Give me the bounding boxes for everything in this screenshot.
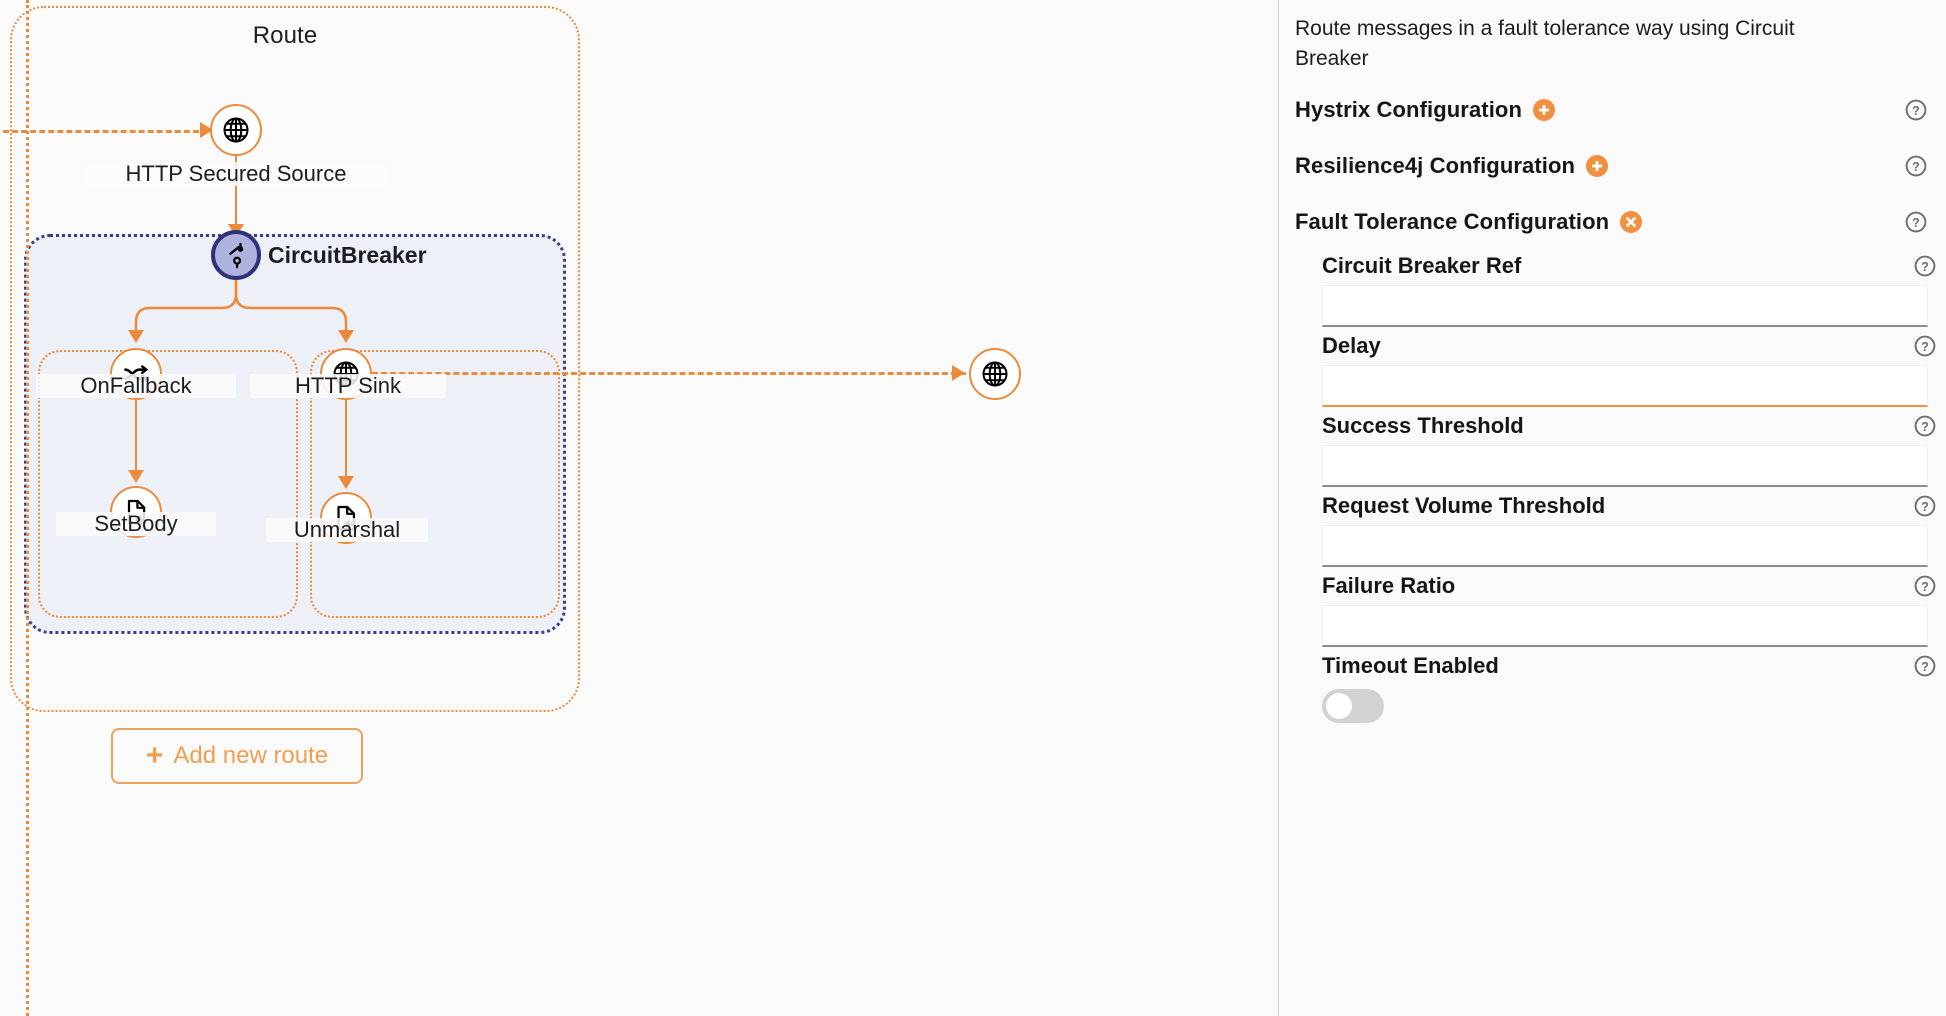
add-icon[interactable] bbox=[1586, 154, 1609, 177]
help-icon[interactable]: ? bbox=[1913, 414, 1937, 438]
node-label-onfallback: OnFallback bbox=[36, 373, 236, 399]
edge-onfallback-to-setbody bbox=[135, 400, 137, 478]
field-head-timeout-enabled: Timeout Enabled ? bbox=[1322, 652, 1936, 679]
node-external-sink[interactable] bbox=[969, 348, 1021, 400]
canvas-guide-line bbox=[26, 0, 29, 1016]
field-label-success-threshold: Success Threshold bbox=[1322, 412, 1524, 438]
field-head-failure-ratio: Failure Ratio ? bbox=[1322, 572, 1936, 599]
route-group-label: Route bbox=[252, 22, 318, 49]
help-icon[interactable]: ? bbox=[1913, 254, 1937, 278]
add-icon[interactable] bbox=[1533, 98, 1555, 121]
node-label-http-secured-source: HTTP Secured Source bbox=[86, 161, 386, 187]
help-icon[interactable]: ? bbox=[1904, 154, 1928, 178]
close-icon[interactable] bbox=[1620, 210, 1643, 233]
field-request-volume-threshold: Request Volume Threshold ? bbox=[1322, 492, 1936, 567]
input-success-threshold[interactable] bbox=[1322, 444, 1928, 487]
edge-httpsink-to-unmarshal bbox=[345, 400, 347, 484]
field-success-threshold: Success Threshold ? bbox=[1322, 412, 1936, 487]
svg-text:?: ? bbox=[1912, 160, 1920, 174]
node-circuitbreaker[interactable] bbox=[211, 230, 261, 280]
toggle-timeout-enabled[interactable] bbox=[1322, 688, 1384, 723]
plus-icon: + bbox=[145, 739, 164, 772]
fault-tolerance-fields: Circuit Breaker Ref ? Delay bbox=[1322, 252, 1936, 723]
input-request-volume-threshold[interactable] bbox=[1322, 524, 1928, 567]
edge-branch-right-arrow bbox=[338, 330, 354, 343]
svg-text:?: ? bbox=[1921, 580, 1929, 594]
field-label-request-volume-threshold: Request Volume Threshold bbox=[1322, 492, 1606, 518]
onfallback-branch-group[interactable] bbox=[38, 350, 298, 618]
section-fault-tolerance-configuration: Fault Tolerance Configuration ? bbox=[1295, 209, 1928, 235]
field-head-delay: Delay ? bbox=[1322, 332, 1936, 359]
field-label-failure-ratio: Failure Ratio bbox=[1322, 572, 1456, 598]
properties-panel: Route messages in a fault tolerance way … bbox=[1279, 0, 1946, 1016]
field-failure-ratio: Failure Ratio ? bbox=[1322, 572, 1936, 647]
field-head-request-volume-threshold: Request Volume Threshold ? bbox=[1322, 492, 1936, 519]
http-sink-branch-group[interactable] bbox=[310, 350, 560, 618]
route-group[interactable] bbox=[10, 6, 580, 712]
help-icon[interactable]: ? bbox=[1913, 574, 1937, 598]
section-title-resilience4j: Resilience4j Configuration bbox=[1295, 152, 1576, 178]
edge-source-to-circuitbreaker bbox=[235, 156, 237, 230]
add-new-route-label: Add new route bbox=[173, 742, 329, 769]
svg-text:?: ? bbox=[1921, 420, 1929, 434]
section-title-fault-tolerance: Fault Tolerance Configuration bbox=[1295, 208, 1610, 234]
section-fault-tolerance-left: Fault Tolerance Configuration bbox=[1295, 208, 1643, 235]
field-label-circuit-breaker-ref: Circuit Breaker Ref bbox=[1322, 252, 1522, 278]
svg-text:?: ? bbox=[1921, 500, 1929, 514]
svg-text:?: ? bbox=[1921, 260, 1929, 274]
globe-icon bbox=[221, 115, 251, 145]
edge-httpsink-to-external-arrow bbox=[952, 365, 965, 381]
node-label-circuitbreaker: CircuitBreaker bbox=[268, 242, 427, 268]
edge-incoming-dashed bbox=[0, 130, 208, 133]
node-http-secured-source[interactable] bbox=[210, 104, 262, 156]
edge-branch-left-arrow bbox=[128, 330, 144, 343]
section-resilience4j-configuration: Resilience4j Configuration ? bbox=[1295, 153, 1928, 179]
add-new-route-button[interactable]: + Add new route bbox=[111, 728, 363, 784]
node-label-http-sink: HTTP Sink bbox=[250, 373, 446, 399]
section-title-hystrix: Hystrix Configuration bbox=[1295, 96, 1522, 122]
input-circuit-breaker-ref[interactable] bbox=[1322, 284, 1928, 327]
field-label-delay: Delay bbox=[1322, 332, 1381, 358]
field-delay: Delay ? bbox=[1322, 332, 1936, 407]
svg-text:?: ? bbox=[1921, 660, 1929, 674]
help-icon[interactable]: ? bbox=[1904, 98, 1928, 122]
input-delay[interactable] bbox=[1322, 364, 1928, 407]
section-hystrix-left: Hystrix Configuration bbox=[1295, 97, 1555, 123]
edge-httpsink-to-unmarshal-arrow bbox=[338, 476, 354, 489]
field-head-success-threshold: Success Threshold ? bbox=[1322, 412, 1936, 439]
globe-icon bbox=[980, 359, 1010, 389]
node-label-unmarshal: Unmarshal bbox=[266, 517, 428, 543]
svg-text:?: ? bbox=[1921, 340, 1929, 354]
toggle-knob bbox=[1326, 692, 1352, 719]
edge-httpsink-to-external-dashed bbox=[372, 372, 966, 375]
input-failure-ratio[interactable] bbox=[1322, 604, 1928, 647]
help-icon[interactable]: ? bbox=[1913, 654, 1937, 678]
field-label-timeout-enabled: Timeout Enabled bbox=[1322, 652, 1499, 678]
svg-text:?: ? bbox=[1912, 104, 1920, 118]
circuit-breaker-icon bbox=[223, 242, 250, 269]
edge-incoming-arrow bbox=[200, 122, 213, 138]
help-icon[interactable]: ? bbox=[1913, 334, 1937, 358]
field-head-circuit-breaker-ref: Circuit Breaker Ref ? bbox=[1322, 252, 1936, 279]
edge-onfallback-to-setbody-arrow bbox=[128, 470, 144, 483]
node-label-setbody: SetBody bbox=[56, 511, 216, 537]
help-icon[interactable]: ? bbox=[1913, 494, 1937, 518]
section-resilience4j-left: Resilience4j Configuration bbox=[1295, 152, 1609, 179]
svg-text:?: ? bbox=[1912, 216, 1920, 230]
route-canvas[interactable]: Route HTTP Secured Source bbox=[0, 0, 1278, 1016]
panel-divider bbox=[1278, 0, 1279, 1016]
field-circuit-breaker-ref: Circuit Breaker Ref ? bbox=[1322, 252, 1936, 327]
section-hystrix-configuration: Hystrix Configuration ? bbox=[1295, 97, 1928, 123]
help-icon[interactable]: ? bbox=[1904, 210, 1928, 234]
field-timeout-enabled: Timeout Enabled ? bbox=[1322, 652, 1936, 723]
panel-description: Route messages in a fault tolerance way … bbox=[1295, 17, 1795, 71]
